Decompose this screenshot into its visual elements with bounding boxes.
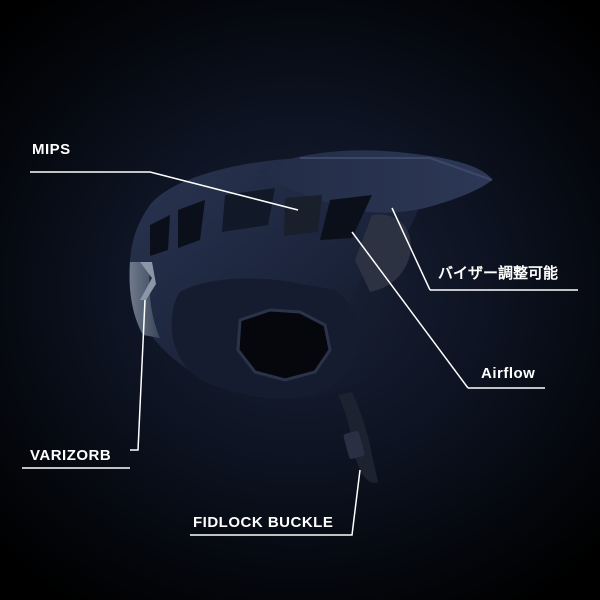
varizorb-leader-line [130,299,146,451]
leader-lines [22,171,578,536]
vent-1 [178,200,205,248]
vent-4 [284,195,322,236]
mips-leader-line [30,171,299,211]
varizorb-label: VARIZORB [30,447,112,464]
ear-opening-rim [236,308,332,382]
inner-padding [355,214,411,292]
vent-3 [222,188,275,232]
visor-adjustable-label: バイザー調整可能 [438,265,559,282]
ear-opening [238,310,330,380]
vent-2 [150,215,170,256]
buckle-clip [343,431,365,459]
airflow-leader-line [351,231,469,389]
mips-label: MIPS [32,141,71,158]
visor-edge [300,157,493,181]
airflow-label: Airflow [481,365,536,382]
visor-leader-line [391,207,431,291]
logo-mark [140,262,156,300]
fidlock-buckle-label: FIDLOCK BUCKLE [193,514,334,531]
fidlock-leader-line [345,469,361,536]
vent-5 [320,195,372,240]
